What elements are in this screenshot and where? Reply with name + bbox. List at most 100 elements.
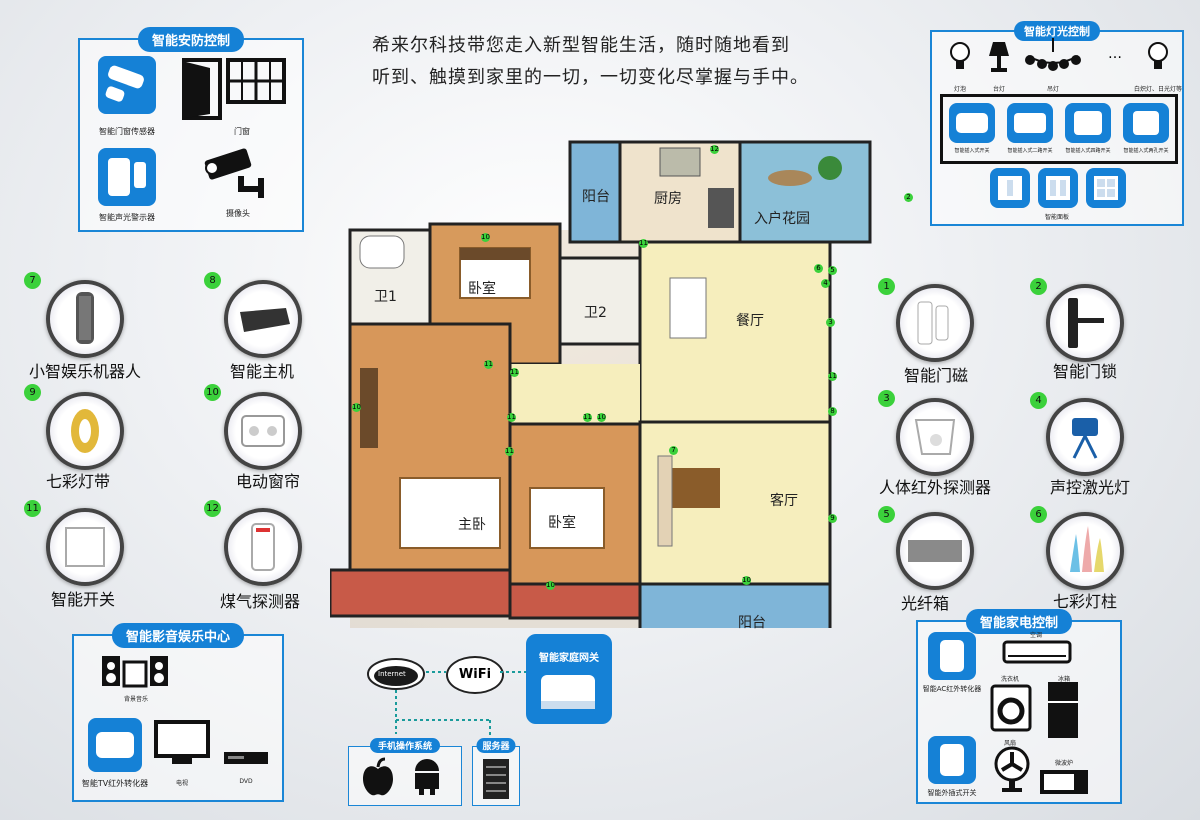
laser-light-icon: [1072, 418, 1098, 459]
fridge-caption: 冰箱: [1057, 676, 1071, 683]
plan-marker[interactable]: 4: [821, 279, 830, 288]
plan-marker[interactable]: 9: [828, 514, 837, 523]
ac-converter-icon: [940, 640, 964, 672]
robot-device[interactable]: [46, 280, 124, 358]
room-label-balcony-bottom: 阳台: [738, 615, 766, 631]
door-sensor-caption: 智能门窗传感器: [99, 127, 155, 136]
plan-marker[interactable]: 10: [546, 581, 555, 590]
device-label-robot: 小智娱乐机器人: [28, 362, 142, 381]
fridge-icon: [1048, 682, 1078, 738]
plan-marker[interactable]: 11: [507, 413, 516, 422]
switch-icon: [65, 527, 105, 567]
switch-tile-3[interactable]: [1065, 103, 1111, 143]
pir-device[interactable]: [896, 398, 974, 476]
switch-tile-2[interactable]: [1007, 103, 1053, 143]
fiber-box-icon: [908, 540, 962, 562]
switch-caption-2: 智能插入式二路开关: [1007, 148, 1053, 154]
panel-tile-1[interactable]: [990, 168, 1030, 208]
desk-lamp-icon: [989, 42, 1009, 72]
device-label-pillar: 七彩灯柱: [1052, 592, 1118, 611]
plan-marker[interactable]: 10: [597, 413, 606, 422]
device-label-switch: 智能开关: [50, 590, 116, 609]
pir-icon: [914, 419, 956, 455]
device-label-door-lock: 智能门锁: [1052, 362, 1118, 381]
server-panel: 服务器: [472, 738, 520, 806]
switch-tile-4[interactable]: [1123, 103, 1169, 143]
tv-converter-caption: 智能TV红外转化器: [81, 779, 149, 788]
device-number-9: 9: [24, 384, 41, 401]
led-strip-device[interactable]: [46, 392, 124, 470]
bulb-icon: [950, 42, 970, 69]
plan-marker[interactable]: 11: [639, 239, 648, 248]
switch-caption-3: 智能插入式四路开关: [1065, 148, 1111, 154]
plan-marker[interactable]: 11: [828, 372, 837, 381]
plan-marker[interactable]: 11: [484, 360, 493, 369]
washer-caption: 洗衣机: [1000, 676, 1020, 683]
gateway-card[interactable]: 智能家庭网关: [526, 634, 612, 724]
switch-device[interactable]: [46, 508, 124, 586]
plan-marker[interactable]: 10: [352, 403, 361, 412]
plan-marker[interactable]: 7: [669, 446, 678, 455]
room-label-dining: 餐厅: [736, 313, 764, 329]
tv-converter-tile[interactable]: [88, 718, 142, 772]
fiber-box-device[interactable]: [896, 512, 974, 590]
room-label-bedroom2: 卧室: [548, 515, 576, 531]
plan-marker[interactable]: 2: [904, 193, 913, 202]
plan-marker[interactable]: 11: [583, 413, 592, 422]
lamp-caption-desk: 台灯: [992, 86, 1006, 93]
panel-tile-3[interactable]: [1086, 168, 1126, 208]
curtain-device[interactable]: [224, 392, 302, 470]
door-sensor-icon: [105, 65, 144, 102]
device-number-7: 7: [24, 272, 41, 289]
plan-marker[interactable]: 5: [828, 266, 837, 275]
device-label-curtain: 电动窗帘: [235, 472, 301, 491]
plan-marker[interactable]: 11: [505, 447, 514, 456]
door-lock-device[interactable]: [1046, 284, 1124, 362]
laser-light-device[interactable]: [1046, 398, 1124, 476]
panel-tile-2[interactable]: [1038, 168, 1078, 208]
panel-caption: 智能面板: [1044, 214, 1070, 221]
device-label-laser: 声控激光灯: [1049, 478, 1131, 497]
plan-marker[interactable]: 10: [481, 233, 490, 242]
host-icon: [240, 308, 290, 332]
alarm-icon: [108, 158, 146, 196]
device-label-host: 智能主机: [229, 362, 295, 381]
intro-line-2: 听到、触摸到家里的一切，一切变化尽掌握与手中。: [372, 67, 809, 88]
device-label-gas: 煤气探测器: [219, 592, 301, 611]
room-label-kitchen: 厨房: [654, 191, 682, 207]
camera-icon: [204, 148, 264, 198]
switch-caption-1: 智能插入式开关: [954, 148, 990, 154]
lamp-caption-incandescent: 白炽灯、日光灯等: [1133, 86, 1183, 93]
door-sensor-tile[interactable]: [98, 56, 156, 114]
host-device[interactable]: [224, 280, 302, 358]
lighting-panel: 智能灯光控制 … 灯泡 台灯 吊灯 白炽灯、日光灯等 智能插入式开关 智能插入式…: [930, 21, 1184, 226]
intro-line-1: 希来尔科技带您走入新型智能生活，随时随地看到: [372, 35, 790, 56]
ac-converter-tile[interactable]: [928, 632, 976, 680]
plan-marker[interactable]: 11: [510, 368, 519, 377]
gas-detector-device[interactable]: [224, 508, 302, 586]
device-number-11: 11: [24, 500, 41, 517]
android-icon: [415, 759, 439, 795]
intro-text: 希来尔科技带您走入新型智能生活，随时随地看到 听到、触摸到家里的一切，一切变化尽…: [372, 30, 809, 94]
switch-3-icon: [1074, 111, 1102, 135]
tv-converter-icon: [96, 732, 134, 758]
room-label-bath1: 卫1: [374, 289, 397, 305]
wifi-label: WiFi: [458, 667, 492, 682]
incandescent-icon: [1148, 42, 1168, 69]
internet-label: Internet: [378, 670, 406, 678]
floor-plan: [330, 140, 872, 628]
plan-marker[interactable]: 8: [828, 407, 837, 416]
led-strip-icon: [71, 409, 99, 453]
device-number-1: 1: [878, 278, 895, 295]
plan-marker[interactable]: 6: [814, 264, 823, 273]
plan-marker[interactable]: 12: [710, 145, 719, 154]
door-magnet-device[interactable]: [896, 284, 974, 362]
plan-marker[interactable]: 3: [826, 318, 835, 327]
panel-1-icon: [998, 176, 1022, 200]
plan-marker[interactable]: 10: [742, 576, 751, 585]
color-pillar-device[interactable]: [1046, 512, 1124, 590]
alarm-tile[interactable]: [98, 148, 156, 206]
device-number-12: 12: [204, 500, 221, 517]
plug-tile[interactable]: [928, 736, 976, 784]
switch-tile-1[interactable]: [949, 103, 995, 143]
